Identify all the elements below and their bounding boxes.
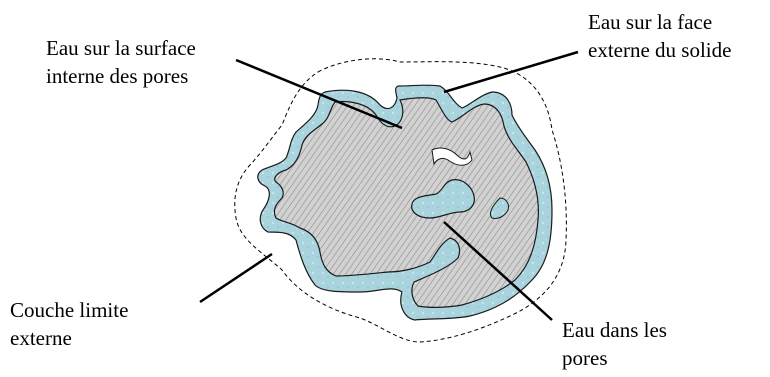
label-external-face-water: Eau sur la face externe du solide: [588, 10, 732, 62]
pointer-internal-surface: [235, 58, 403, 130]
top-pore-opening: [431, 147, 473, 166]
solid-particle: [273, 97, 539, 308]
label-pore-water: Eau dans les pores: [562, 318, 667, 370]
label-internal-surface-water: Eau sur la surface interne des pores: [46, 36, 196, 88]
pointer-boundary-layer: [199, 252, 273, 304]
boundary-layer-outline: [234, 58, 567, 343]
pore-water: [411, 179, 475, 219]
pointer-external-face: [443, 50, 579, 94]
pointer-pore-water: [443, 221, 553, 321]
small-pore-water: [489, 197, 509, 219]
label-boundary-layer: Couche limite externe: [10, 298, 129, 350]
